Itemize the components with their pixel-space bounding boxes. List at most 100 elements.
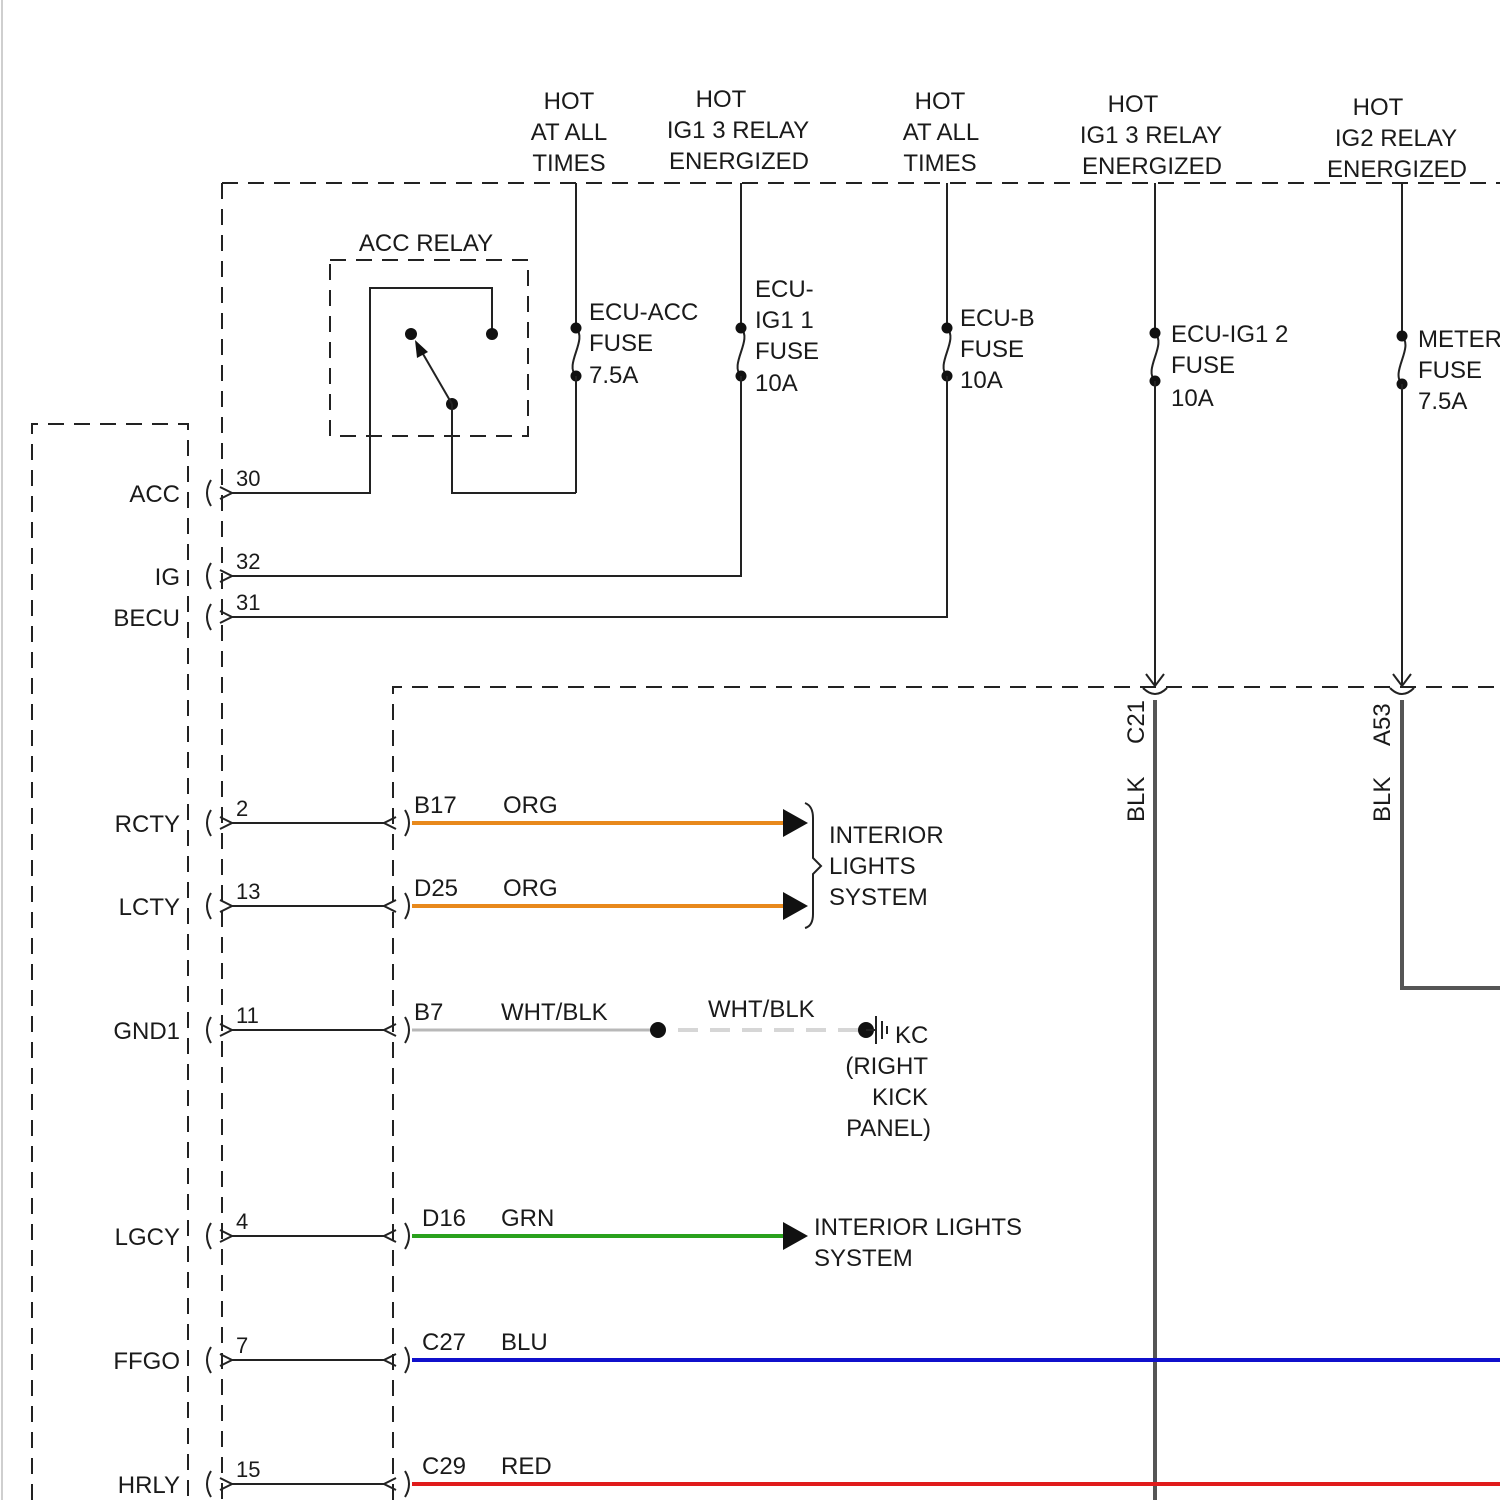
connector-symbol-icon <box>207 1223 211 1249</box>
connector-symbol-icon <box>207 810 211 836</box>
wire-color-label: ORG <box>503 792 558 819</box>
splice-point <box>650 1022 666 1038</box>
power-source-label: IG1 3 RELAY <box>667 117 809 144</box>
connector-symbol-icon <box>1143 688 1167 694</box>
ground-label: KC <box>895 1022 928 1049</box>
ecu-pin-rcty: RCTY2 <box>115 796 249 838</box>
feed-wire-becu <box>230 376 947 617</box>
harness-boundary <box>393 687 1500 1500</box>
power-source-label: ENERGIZED <box>1327 156 1467 183</box>
ecu-pin-ig: IG 32 <box>155 549 261 591</box>
ecu-pin-ffgo: FFGO 7 <box>113 1333 248 1375</box>
fuse-label: 10A <box>1171 385 1214 412</box>
wire-color-label: BLK <box>1123 777 1150 822</box>
relay-switch-arm <box>419 347 452 404</box>
wire-a53-blk <box>1402 700 1500 988</box>
pin-name-label: HRLY <box>118 1472 180 1499</box>
destination-label: INTERIOR LIGHTS <box>814 1214 1022 1241</box>
fuse-label: ECU-ACC <box>589 299 698 326</box>
power-source-label: TIMES <box>903 150 976 177</box>
wire-b7: B7 WHT/BLK <box>232 999 640 1043</box>
wire-d25: D25 ORG <box>232 875 783 919</box>
relay-contact <box>486 328 498 340</box>
fuse-terminal <box>942 323 953 334</box>
ecu-pin-lgcy: LGCY 4 <box>115 1209 249 1251</box>
power-source-label: HOT <box>915 88 966 115</box>
pin-name-label: LGCY <box>115 1224 180 1251</box>
fuse-ecu-acc: ECU-ACC FUSE 7.5A <box>589 299 698 389</box>
connector-label: B7 <box>414 999 443 1026</box>
connector-symbol-icon <box>207 1017 211 1043</box>
ecu-pin-becu: BECU31 <box>113 590 260 632</box>
fuse-terminal <box>1397 331 1408 342</box>
fuse-terminal <box>1150 328 1161 339</box>
connector-symbol-icon <box>207 604 211 630</box>
ground-label: KICK <box>872 1084 928 1111</box>
pin-number-label: 13 <box>236 879 260 904</box>
relay-arrow-icon <box>415 340 428 358</box>
pin-number-label: 4 <box>236 1209 248 1234</box>
connector-label: D25 <box>414 875 458 902</box>
pin-number-label: 2 <box>236 796 248 821</box>
fuse-label: ECU-IG1 2 <box>1171 321 1288 348</box>
connector-symbol-icon <box>1390 688 1414 694</box>
pin-name-label: LCTY <box>119 894 180 921</box>
connector-symbol-icon <box>405 1347 409 1373</box>
connector-label: C27 <box>422 1329 466 1356</box>
fuse-ecu-ig1-2: ECU-IG1 2 FUSE 10A <box>1171 321 1288 412</box>
connector-symbol-icon <box>207 893 211 919</box>
wire-color-label: GRN <box>501 1205 554 1232</box>
connector-symbol-icon <box>207 1471 211 1497</box>
fuse-label: 10A <box>960 367 1003 394</box>
fuse-symbol-icon <box>1152 333 1159 381</box>
connector-symbol-icon <box>405 1223 409 1249</box>
power-source-label: IG1 3 RELAY <box>1080 122 1222 149</box>
pin-name-label: FFGO <box>113 1348 180 1375</box>
wire-color-label: WHT/BLK <box>501 999 608 1026</box>
destination-interior-lights-1: INTERIOR LIGHTS SYSTEM <box>829 822 944 911</box>
wire-color-label: BLU <box>501 1329 548 1356</box>
destination-arrow-icon <box>783 892 808 920</box>
pin-number-label: 30 <box>236 466 260 491</box>
wire-color-label: ORG <box>503 875 558 902</box>
fuse-label: 7.5A <box>1418 388 1467 415</box>
fuse-label: FUSE <box>589 330 653 357</box>
wire-c27: C27 BLU <box>232 1329 1500 1373</box>
wire-color-label: BLK <box>1369 777 1396 822</box>
pin-name-label: ACC <box>129 481 180 508</box>
connector-symbol-icon <box>405 1017 409 1043</box>
brace-icon <box>805 803 821 928</box>
connector-label: C29 <box>422 1453 466 1480</box>
fuse-label: ECU- <box>755 276 814 303</box>
power-source-3: HOT AT ALL TIMES <box>903 88 980 177</box>
power-source-4: HOT IG1 3 RELAY ENERGIZED <box>1080 91 1222 180</box>
power-source-2: HOT IG1 3 RELAY ENERGIZED <box>667 86 809 175</box>
power-source-1: HOT AT ALL TIMES <box>531 88 608 177</box>
power-source-label: TIMES <box>532 150 605 177</box>
connector-label-a53: A53 <box>1369 703 1396 746</box>
fuse-symbol-icon <box>573 328 580 376</box>
feed-wire-ig <box>230 376 741 576</box>
connector-label: D16 <box>422 1205 466 1232</box>
fuse-symbol-icon <box>1399 336 1406 384</box>
fuse-label: FUSE <box>960 336 1024 363</box>
pin-number-label: 32 <box>236 549 260 574</box>
pin-number-label: 7 <box>236 1333 248 1358</box>
connector-label: B17 <box>414 792 457 819</box>
fuse-ecu-b: ECU-B FUSE 10A <box>960 305 1035 394</box>
connector-symbol-icon <box>405 893 409 919</box>
pin-name-label: IG <box>155 564 180 591</box>
wire-color-label: WHT/BLK <box>708 996 815 1023</box>
destination-interior-lights-2: INTERIOR LIGHTS SYSTEM <box>814 1214 1022 1272</box>
fuse-label: METER <box>1418 326 1500 353</box>
pin-number-label: 11 <box>236 1003 259 1028</box>
connector-label-c21: C21 <box>1123 700 1150 744</box>
fuse-meter: METER FUSE 7.5A <box>1418 326 1500 415</box>
power-source-label: IG2 RELAY <box>1335 125 1457 152</box>
ecu-pin-acc: ACC 30 <box>129 466 260 508</box>
power-source-label: HOT <box>544 88 595 115</box>
fuse-label: ECU-B <box>960 305 1035 332</box>
power-source-label: AT ALL <box>903 119 980 146</box>
